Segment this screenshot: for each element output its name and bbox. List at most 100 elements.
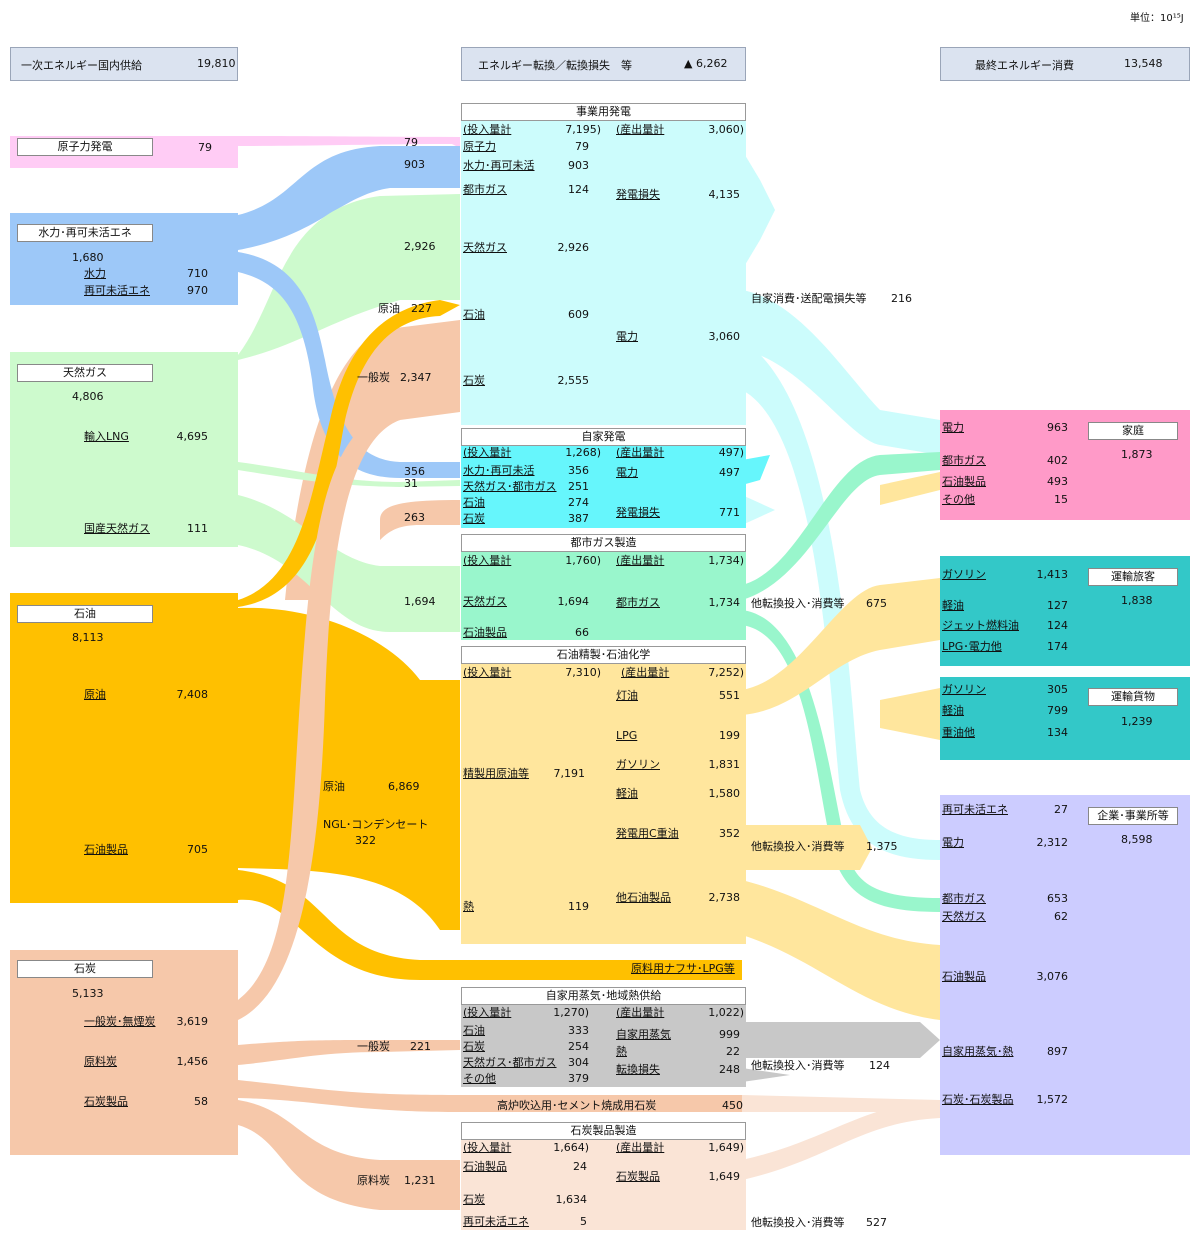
utility-own-use: 自家消費･送配電損失等 [751, 292, 867, 305]
flow-label: 31 [404, 477, 418, 490]
household-label: 家庭 [1088, 422, 1178, 440]
flow-coal-steam [238, 1040, 460, 1065]
flow-label: 6,869 [388, 780, 420, 793]
flow-label: 原油 [323, 780, 345, 793]
utility-title: 事業用発電 [461, 103, 746, 121]
citygas-title: 都市ガス製造 [461, 534, 746, 552]
flow-label: 一般炭 [357, 1040, 390, 1053]
flow-label: 322 [355, 834, 376, 847]
source-gas-value: 4,806 [72, 390, 104, 403]
flow-label: 1,694 [404, 595, 436, 608]
flow-label: 一般炭 [357, 371, 390, 384]
passenger-value: 1,838 [1121, 594, 1153, 607]
final-header: 最終エネルギー消費 13,548 [940, 47, 1190, 81]
unit-label: 単位：10¹⁵J [1130, 13, 1184, 24]
flow-coal-blast [238, 1080, 742, 1112]
steam-other: 他転換投入･消費等 [751, 1059, 845, 1072]
final-header-label: 最終エネルギー消費 [975, 59, 1074, 72]
flow-oil-freight [880, 688, 940, 740]
steam-title: 自家用蒸気･地域熱供給 [461, 987, 746, 1005]
flow-citygas-home [742, 452, 940, 600]
flow-label: 356 [404, 465, 425, 478]
flow-coalprod-business [742, 1100, 940, 1180]
passenger-label: 運輸旅客 [1088, 568, 1178, 586]
flow-oil-home [880, 472, 940, 505]
refinery-other: 他転換投入･消費等 [751, 840, 845, 853]
freight-label: 運輸貨物 [1088, 688, 1178, 706]
flow-hydro-autogen [238, 252, 460, 478]
coalprod-other: 他転換投入･消費等 [751, 1216, 845, 1229]
flow-label: 原油 [378, 302, 400, 315]
flow-label: 221 [410, 1040, 431, 1053]
flow-label: 原料炭 [357, 1174, 390, 1187]
conversion-header-value: ▲ 6,262 [684, 57, 728, 70]
flow-utility-loss [742, 150, 775, 270]
citygas-other-value: 675 [866, 597, 887, 610]
flow-label: 263 [404, 511, 425, 524]
supply-header-label: 一次エネルギー国内供給 [21, 59, 142, 72]
refinery-title: 石油精製･石油化学 [461, 646, 746, 664]
flow-label: 1,231 [404, 1174, 436, 1187]
flow-autogen-loss [742, 495, 775, 525]
coalprod-other-value: 527 [866, 1216, 887, 1229]
flow-coal-blast-end [742, 1095, 940, 1112]
flow-gas-utility [238, 194, 460, 360]
flow-label: NGL･コンデンセート [323, 818, 429, 831]
conversion-header: エネルギー転換／転換損失 等 ▲ 6,262 [461, 47, 746, 81]
flow-label: 903 [404, 158, 425, 171]
source-coal-value: 5,133 [72, 987, 104, 1000]
steam-other-value: 124 [869, 1059, 890, 1072]
flow-label: 高炉吹込用･セメント焼成用石炭 [497, 1099, 657, 1112]
final-header-value: 13,548 [1124, 57, 1163, 70]
flow-label: 2,926 [404, 240, 436, 253]
